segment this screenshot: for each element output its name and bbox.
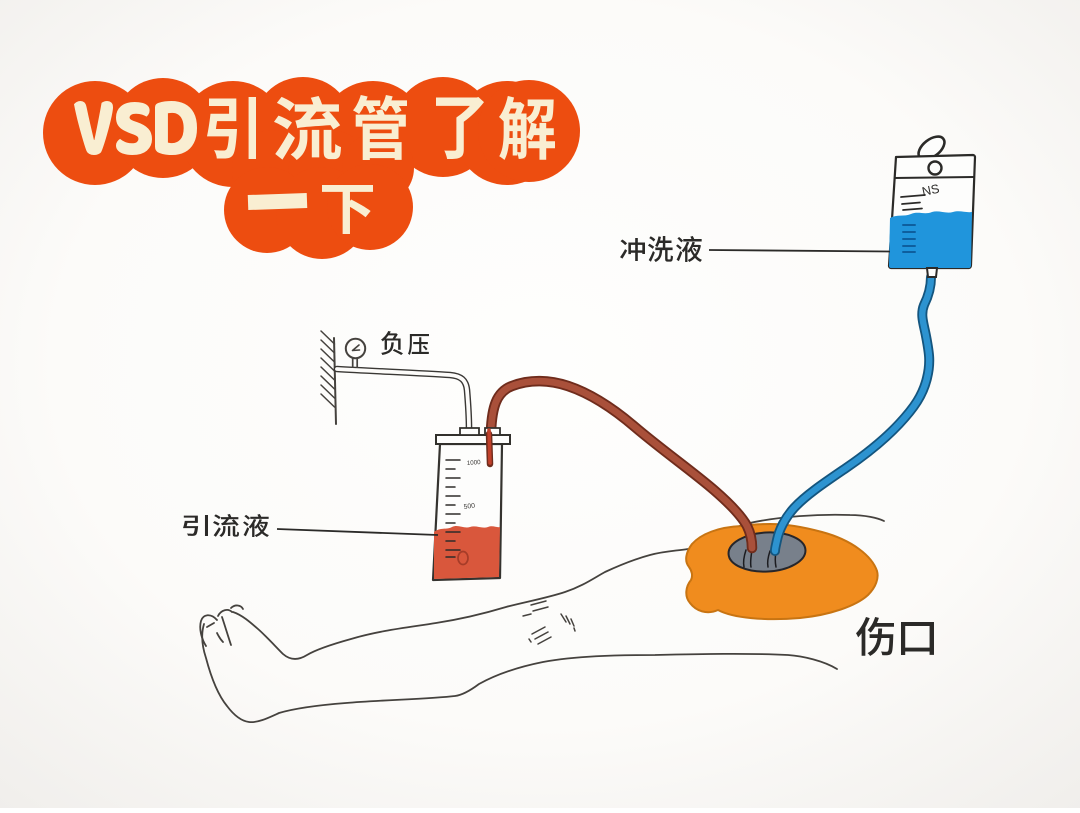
svg-text:1000: 1000 xyxy=(467,459,482,467)
svg-text:500: 500 xyxy=(463,502,475,511)
